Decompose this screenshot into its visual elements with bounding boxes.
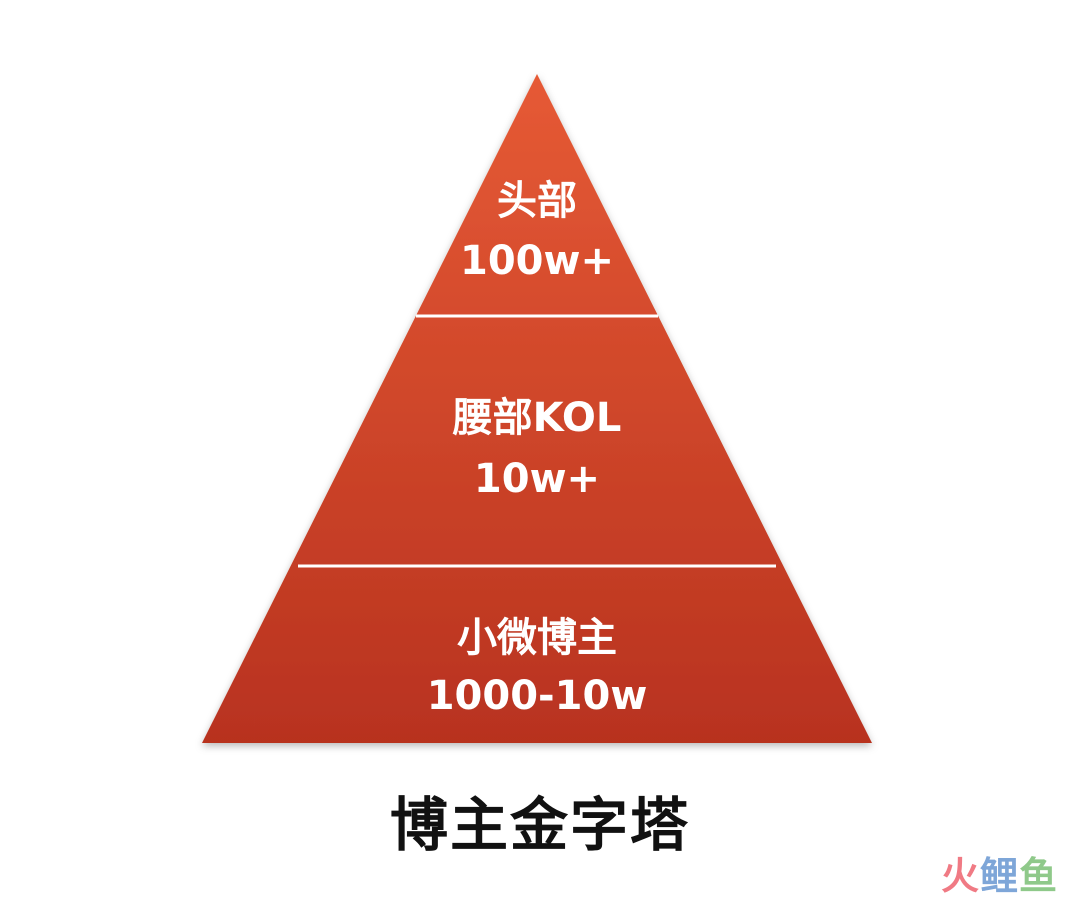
tier-top: 头部 100w+ (460, 178, 614, 284)
watermark-char-2: 鲤 (979, 854, 1019, 898)
watermark-char-3: 鱼 (1018, 854, 1058, 898)
tier-top-value: 100w+ (460, 238, 614, 284)
tier-top-name: 头部 (497, 178, 577, 224)
watermark-char-1: 火 (940, 854, 980, 898)
tier-middle-value: 10w+ (474, 456, 600, 502)
pyramid-shape (202, 74, 872, 743)
tier-bottom-value: 1000-10w (427, 673, 648, 719)
tier-middle-name: 腰部KOL (452, 395, 622, 441)
diagram-caption: 博主金字塔 (389, 791, 690, 859)
tier-middle: 腰部KOL 10w+ (452, 395, 622, 502)
watermark-logo: 火鲤鱼 (941, 845, 1058, 900)
tier-bottom-name: 小微博主 (457, 615, 617, 661)
tier-bottom: 小微博主 1000-10w (427, 615, 648, 719)
